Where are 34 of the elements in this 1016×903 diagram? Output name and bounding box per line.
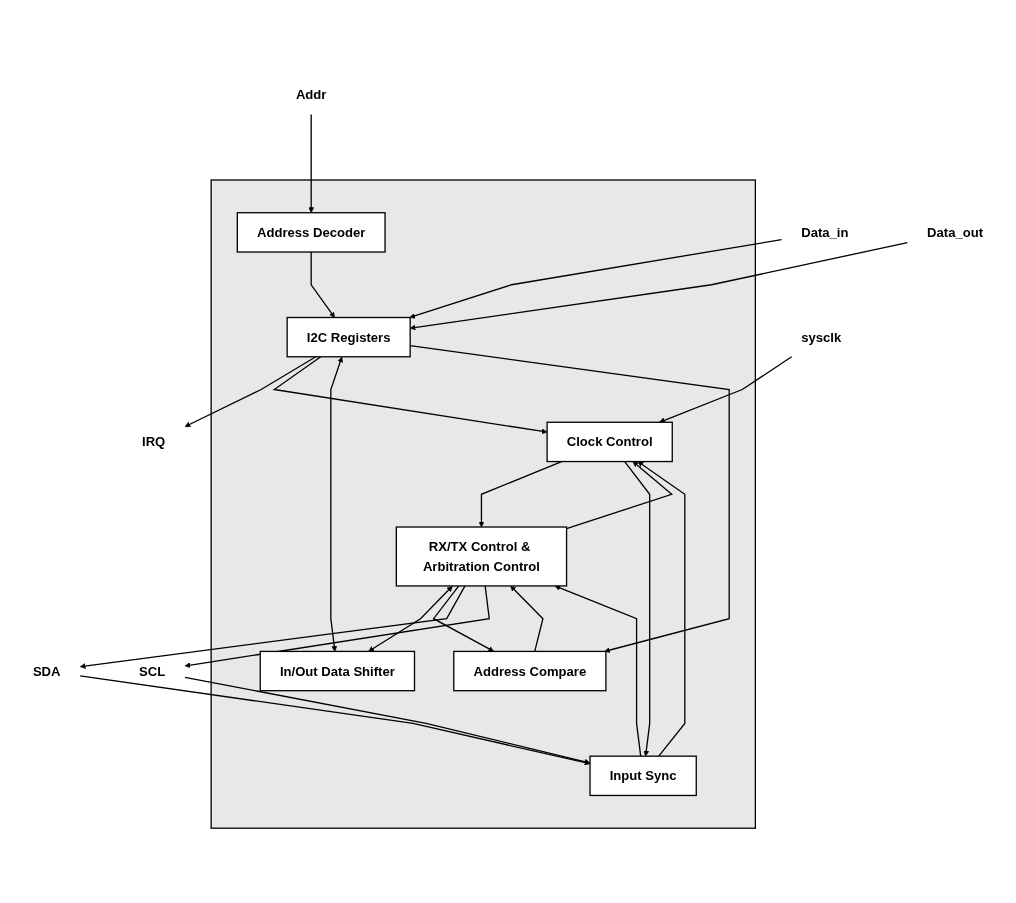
node-text: sysclk — [801, 329, 842, 345]
arrow — [510, 585, 544, 652]
node-text: SDA — [32, 663, 61, 679]
arrow — [308, 113, 315, 213]
arrow — [184, 355, 317, 427]
arrow — [184, 676, 591, 765]
arrow — [272, 355, 548, 434]
arrow — [432, 585, 494, 652]
node-box: In/Out Data Shifter — [259, 650, 416, 692]
node-box: Address Decoder — [236, 211, 386, 253]
arrow — [624, 460, 651, 757]
cluster — [210, 179, 757, 829]
arrow — [310, 251, 335, 318]
arrow — [409, 238, 783, 319]
node-box: I2C Registers — [286, 316, 411, 358]
arrow — [554, 585, 642, 757]
arrow — [330, 356, 343, 652]
arrow — [565, 461, 674, 530]
node-text: Addr — [295, 87, 327, 102]
arrow — [184, 585, 490, 668]
arrow — [659, 355, 793, 423]
node-text: IRQ — [142, 434, 166, 449]
node-box: Address Compare — [453, 650, 607, 692]
node-text: Data_out — [927, 224, 984, 240]
arrow — [79, 674, 591, 766]
node-text: SCL — [139, 663, 166, 679]
node-box: Input Sync — [589, 755, 697, 796]
node-text: Data_in — [801, 224, 849, 240]
node-box: RX/TX Control & Arbitration Control — [395, 526, 568, 587]
arrow — [79, 585, 466, 669]
node-box: Clock Control — [546, 421, 673, 462]
arrow — [478, 460, 563, 528]
arrow — [637, 461, 686, 757]
arrow — [368, 585, 453, 652]
